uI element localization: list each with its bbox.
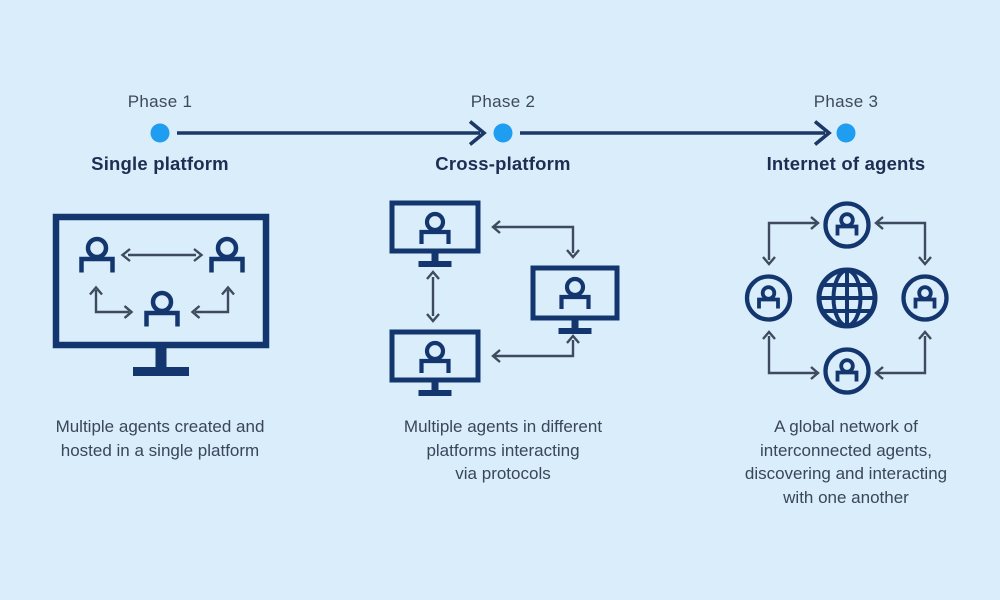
- phase-timeline: [150, 120, 856, 146]
- phase-1-dot: [150, 123, 170, 143]
- phase-column-2: Phase 2 Cross-platform: [358, 0, 648, 600]
- phase-column-3: Phase 3 Internet of agents: [701, 0, 991, 600]
- arrowhead-icon: [468, 120, 487, 146]
- agent-circle-icon: [744, 274, 793, 322]
- elbow-arrow-icon: [762, 330, 820, 380]
- double-arrow-icon: [426, 270, 440, 323]
- monitor-icon: [389, 200, 481, 267]
- elbow-arrow-icon: [89, 285, 134, 319]
- person-icon: [212, 239, 243, 273]
- phase-2-label: Phase 2: [470, 92, 536, 111]
- cross-platform-monitors-icon: [389, 200, 620, 396]
- internet-of-agents-globe-icon: [744, 201, 949, 395]
- phase-3-title: Internet of agents: [766, 153, 926, 174]
- monitor-icon: [52, 213, 270, 349]
- elbow-arrow-icon: [874, 330, 932, 380]
- agent-circle-icon: [823, 201, 871, 249]
- globe-icon: [816, 267, 878, 329]
- phase-1-label: Phase 1: [127, 92, 193, 111]
- phase-2-dot: [493, 123, 513, 143]
- phase-3-dot: [836, 123, 856, 143]
- elbow-arrow-icon: [190, 285, 235, 319]
- elbow-arrow-icon: [874, 216, 932, 266]
- phase-3-label: Phase 3: [813, 92, 879, 111]
- monitor-stand: [155, 345, 167, 368]
- single-platform-monitor-icon: [52, 213, 270, 376]
- agent-circle-icon: [823, 347, 871, 395]
- monitor-icon: [530, 265, 620, 334]
- monitor-base: [133, 367, 189, 376]
- phase-3-caption: A global network of interconnected agent…: [744, 417, 948, 507]
- agent-circle-icon: [901, 274, 949, 322]
- phase-1-caption: Multiple agents created and hosted in a …: [55, 417, 265, 460]
- person-icon: [147, 293, 178, 327]
- monitor-icon: [389, 329, 481, 396]
- arrowhead-icon: [813, 120, 832, 146]
- person-icon: [82, 239, 113, 273]
- elbow-arrow-icon: [491, 334, 580, 363]
- phase-2-caption: Multiple agents in different platforms i…: [403, 417, 603, 483]
- elbow-arrow-icon: [762, 216, 820, 266]
- phase-column-1: Phase 1 Single platform: [15, 0, 305, 600]
- phase-2-title: Cross-platform: [435, 153, 571, 174]
- double-arrow-icon: [120, 248, 204, 262]
- elbow-arrow-icon: [491, 220, 580, 259]
- phase-1-title: Single platform: [91, 153, 229, 174]
